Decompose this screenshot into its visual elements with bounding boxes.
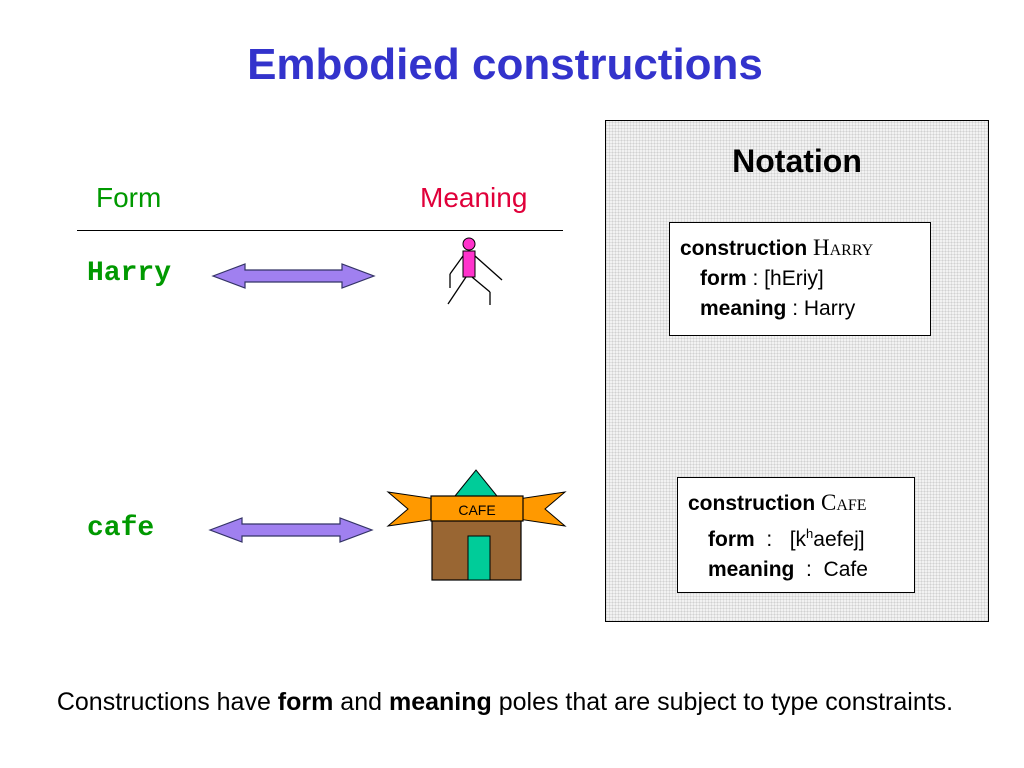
construction-keyword: construction xyxy=(680,237,808,260)
meaning-label: meaning xyxy=(708,558,795,581)
stick-figure-icon xyxy=(447,237,503,305)
form-value: : [hEriy] xyxy=(746,267,824,290)
word-cafe: cafe xyxy=(87,513,155,544)
construction-harry-box: construction Harry form : [hEriy] meanin… xyxy=(669,222,931,336)
form-label: form xyxy=(700,267,747,290)
caption-text: poles that are subject to type constrain… xyxy=(491,688,954,716)
meaning-value: : Harry xyxy=(786,297,856,320)
cafe-sign-text: CAFE xyxy=(458,502,495,518)
notation-title: Notation xyxy=(732,143,862,179)
construction-cafe-box: construction Cafe form : [khaefej] meani… xyxy=(677,477,915,593)
cafe-building-icon: CAFE xyxy=(386,469,567,581)
notation-panel: Notation construction Harry form : [hEri… xyxy=(605,120,989,622)
form-separator: : xyxy=(754,528,790,551)
construction-keyword: construction xyxy=(688,492,816,515)
form-column-header: Form xyxy=(96,182,162,213)
form-value: [k xyxy=(789,528,807,551)
meaning-column-header: Meaning xyxy=(420,182,528,213)
caption-bold-form: form xyxy=(277,688,334,716)
form-value-superscript: h xyxy=(806,526,814,541)
slide-caption: Constructions have form and meaning pole… xyxy=(0,688,1010,717)
harry-double-arrow xyxy=(211,263,376,289)
slide-title: Embodied constructions xyxy=(247,40,763,89)
form-label: form xyxy=(708,528,755,551)
construction-name: Cafe xyxy=(821,490,867,515)
caption-text: Constructions have xyxy=(56,688,278,716)
construction-name: Harry xyxy=(813,235,874,260)
word-harry: Harry xyxy=(87,258,172,289)
form-value-rest: aefej] xyxy=(813,528,865,551)
caption-bold-meaning: meaning xyxy=(388,688,492,716)
meaning-value: : Cafe xyxy=(794,558,868,581)
form-meaning-diagram: CAFE xyxy=(208,237,567,581)
meaning-label: meaning xyxy=(700,297,787,320)
caption-text: and xyxy=(333,688,389,716)
header-divider xyxy=(77,230,563,231)
cafe-double-arrow xyxy=(208,517,374,543)
